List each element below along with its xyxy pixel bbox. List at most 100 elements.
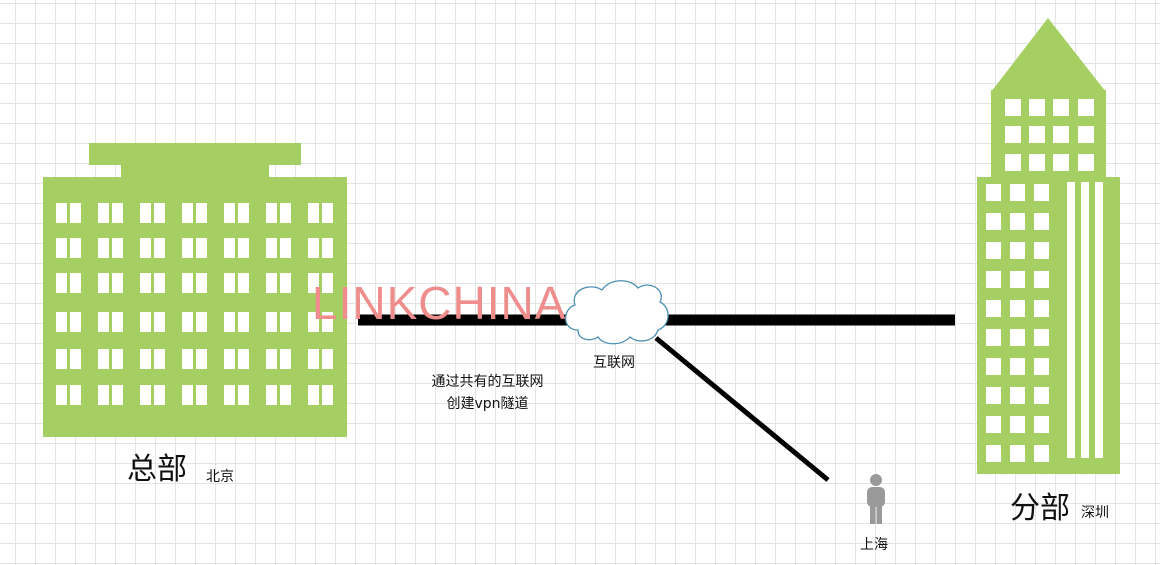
hq-window xyxy=(266,273,277,293)
hq-window xyxy=(280,238,291,258)
branch-window xyxy=(1034,329,1049,346)
branch-window xyxy=(1010,329,1025,346)
hq-window xyxy=(322,238,333,258)
hq-window xyxy=(154,349,165,369)
hq-window xyxy=(98,203,109,223)
hq-window xyxy=(56,385,67,405)
hq-body xyxy=(43,177,347,437)
hq-window xyxy=(238,203,249,223)
hq-window xyxy=(70,349,81,369)
hq-window xyxy=(322,312,333,332)
hq-window xyxy=(196,203,207,223)
hq-window xyxy=(238,349,249,369)
hq-window xyxy=(182,273,193,293)
branch-window xyxy=(1034,387,1049,404)
link-internet-to-remote-user xyxy=(654,336,830,482)
hq-window xyxy=(266,203,277,223)
watermark-text: LINKCHINA xyxy=(312,277,567,329)
hq-window xyxy=(56,238,67,258)
tunnel-note-line2: 创建vpn隧道 xyxy=(446,396,529,412)
branch-upper-window xyxy=(1005,126,1021,143)
hq-window xyxy=(182,238,193,258)
hq-window xyxy=(112,385,123,405)
branch-window xyxy=(986,184,1001,201)
hq-window xyxy=(154,385,165,405)
branch-skyscraper-icon xyxy=(977,18,1120,474)
hq-window xyxy=(308,203,319,223)
hq-window xyxy=(196,312,207,332)
hq-window xyxy=(224,238,235,258)
internet-label: 互联网 xyxy=(593,355,635,371)
branch-window xyxy=(1034,358,1049,375)
hq-window xyxy=(56,312,67,332)
branch-vertical-stripe xyxy=(1081,182,1089,458)
hq-window xyxy=(112,312,123,332)
hq-window xyxy=(154,203,165,223)
hq-window xyxy=(266,238,277,258)
hq-window xyxy=(182,385,193,405)
branch-window xyxy=(1010,271,1025,288)
hq-window xyxy=(70,385,81,405)
hq-window xyxy=(280,349,291,369)
branch-window xyxy=(1010,358,1025,375)
hq-window xyxy=(280,385,291,405)
hq-window xyxy=(238,312,249,332)
hq-window xyxy=(98,238,109,258)
hq-window xyxy=(308,385,319,405)
branch-window xyxy=(1010,300,1025,317)
hq-window xyxy=(280,203,291,223)
hq-window xyxy=(182,312,193,332)
hq-window xyxy=(98,385,109,405)
branch-window xyxy=(1010,387,1025,404)
hq-window xyxy=(322,273,333,293)
hq-window xyxy=(182,203,193,223)
branch-window xyxy=(1034,416,1049,433)
branch-upper-window xyxy=(1005,99,1021,116)
hq-window xyxy=(266,312,277,332)
branch-window xyxy=(986,213,1001,230)
hq-window xyxy=(56,349,67,369)
branch-upper-window xyxy=(1029,154,1045,171)
hq-window xyxy=(56,203,67,223)
hq-window xyxy=(56,273,67,293)
hq-window xyxy=(196,385,207,405)
remote-user-city: 上海 xyxy=(860,537,888,553)
hq-window xyxy=(140,312,151,332)
hq-window xyxy=(308,312,319,332)
branch-vertical-stripe xyxy=(1095,182,1103,458)
branch-city: 深圳 xyxy=(1081,505,1109,521)
hq-window xyxy=(322,385,333,405)
branch-window xyxy=(1010,416,1025,433)
hq-window xyxy=(280,312,291,332)
hq-window xyxy=(112,238,123,258)
branch-window xyxy=(986,387,1001,404)
hq-window xyxy=(224,349,235,369)
hq-window xyxy=(140,385,151,405)
hq-roof xyxy=(89,143,301,165)
hq-window xyxy=(224,203,235,223)
branch-window xyxy=(1034,213,1049,230)
hq-window xyxy=(140,203,151,223)
hq-window xyxy=(322,349,333,369)
hq-window xyxy=(308,273,319,293)
branch-upper-window xyxy=(1053,154,1069,171)
hq-window xyxy=(196,238,207,258)
hq-window xyxy=(280,273,291,293)
hq-window xyxy=(238,273,249,293)
branch-upper-window xyxy=(1029,126,1045,143)
internet-cloud-icon xyxy=(564,280,669,345)
branch-window xyxy=(986,416,1001,433)
hq-window xyxy=(70,312,81,332)
hq-window xyxy=(196,273,207,293)
hq-window xyxy=(98,312,109,332)
branch-window xyxy=(986,358,1001,375)
headquarters-building-icon xyxy=(43,143,347,437)
branch-window xyxy=(1010,213,1025,230)
headquarters-city: 北京 xyxy=(206,469,234,485)
branch-window xyxy=(986,329,1001,346)
branch-upper-window xyxy=(1078,154,1094,171)
hq-window xyxy=(322,203,333,223)
branch-window xyxy=(1034,242,1049,259)
hq-window xyxy=(70,203,81,223)
